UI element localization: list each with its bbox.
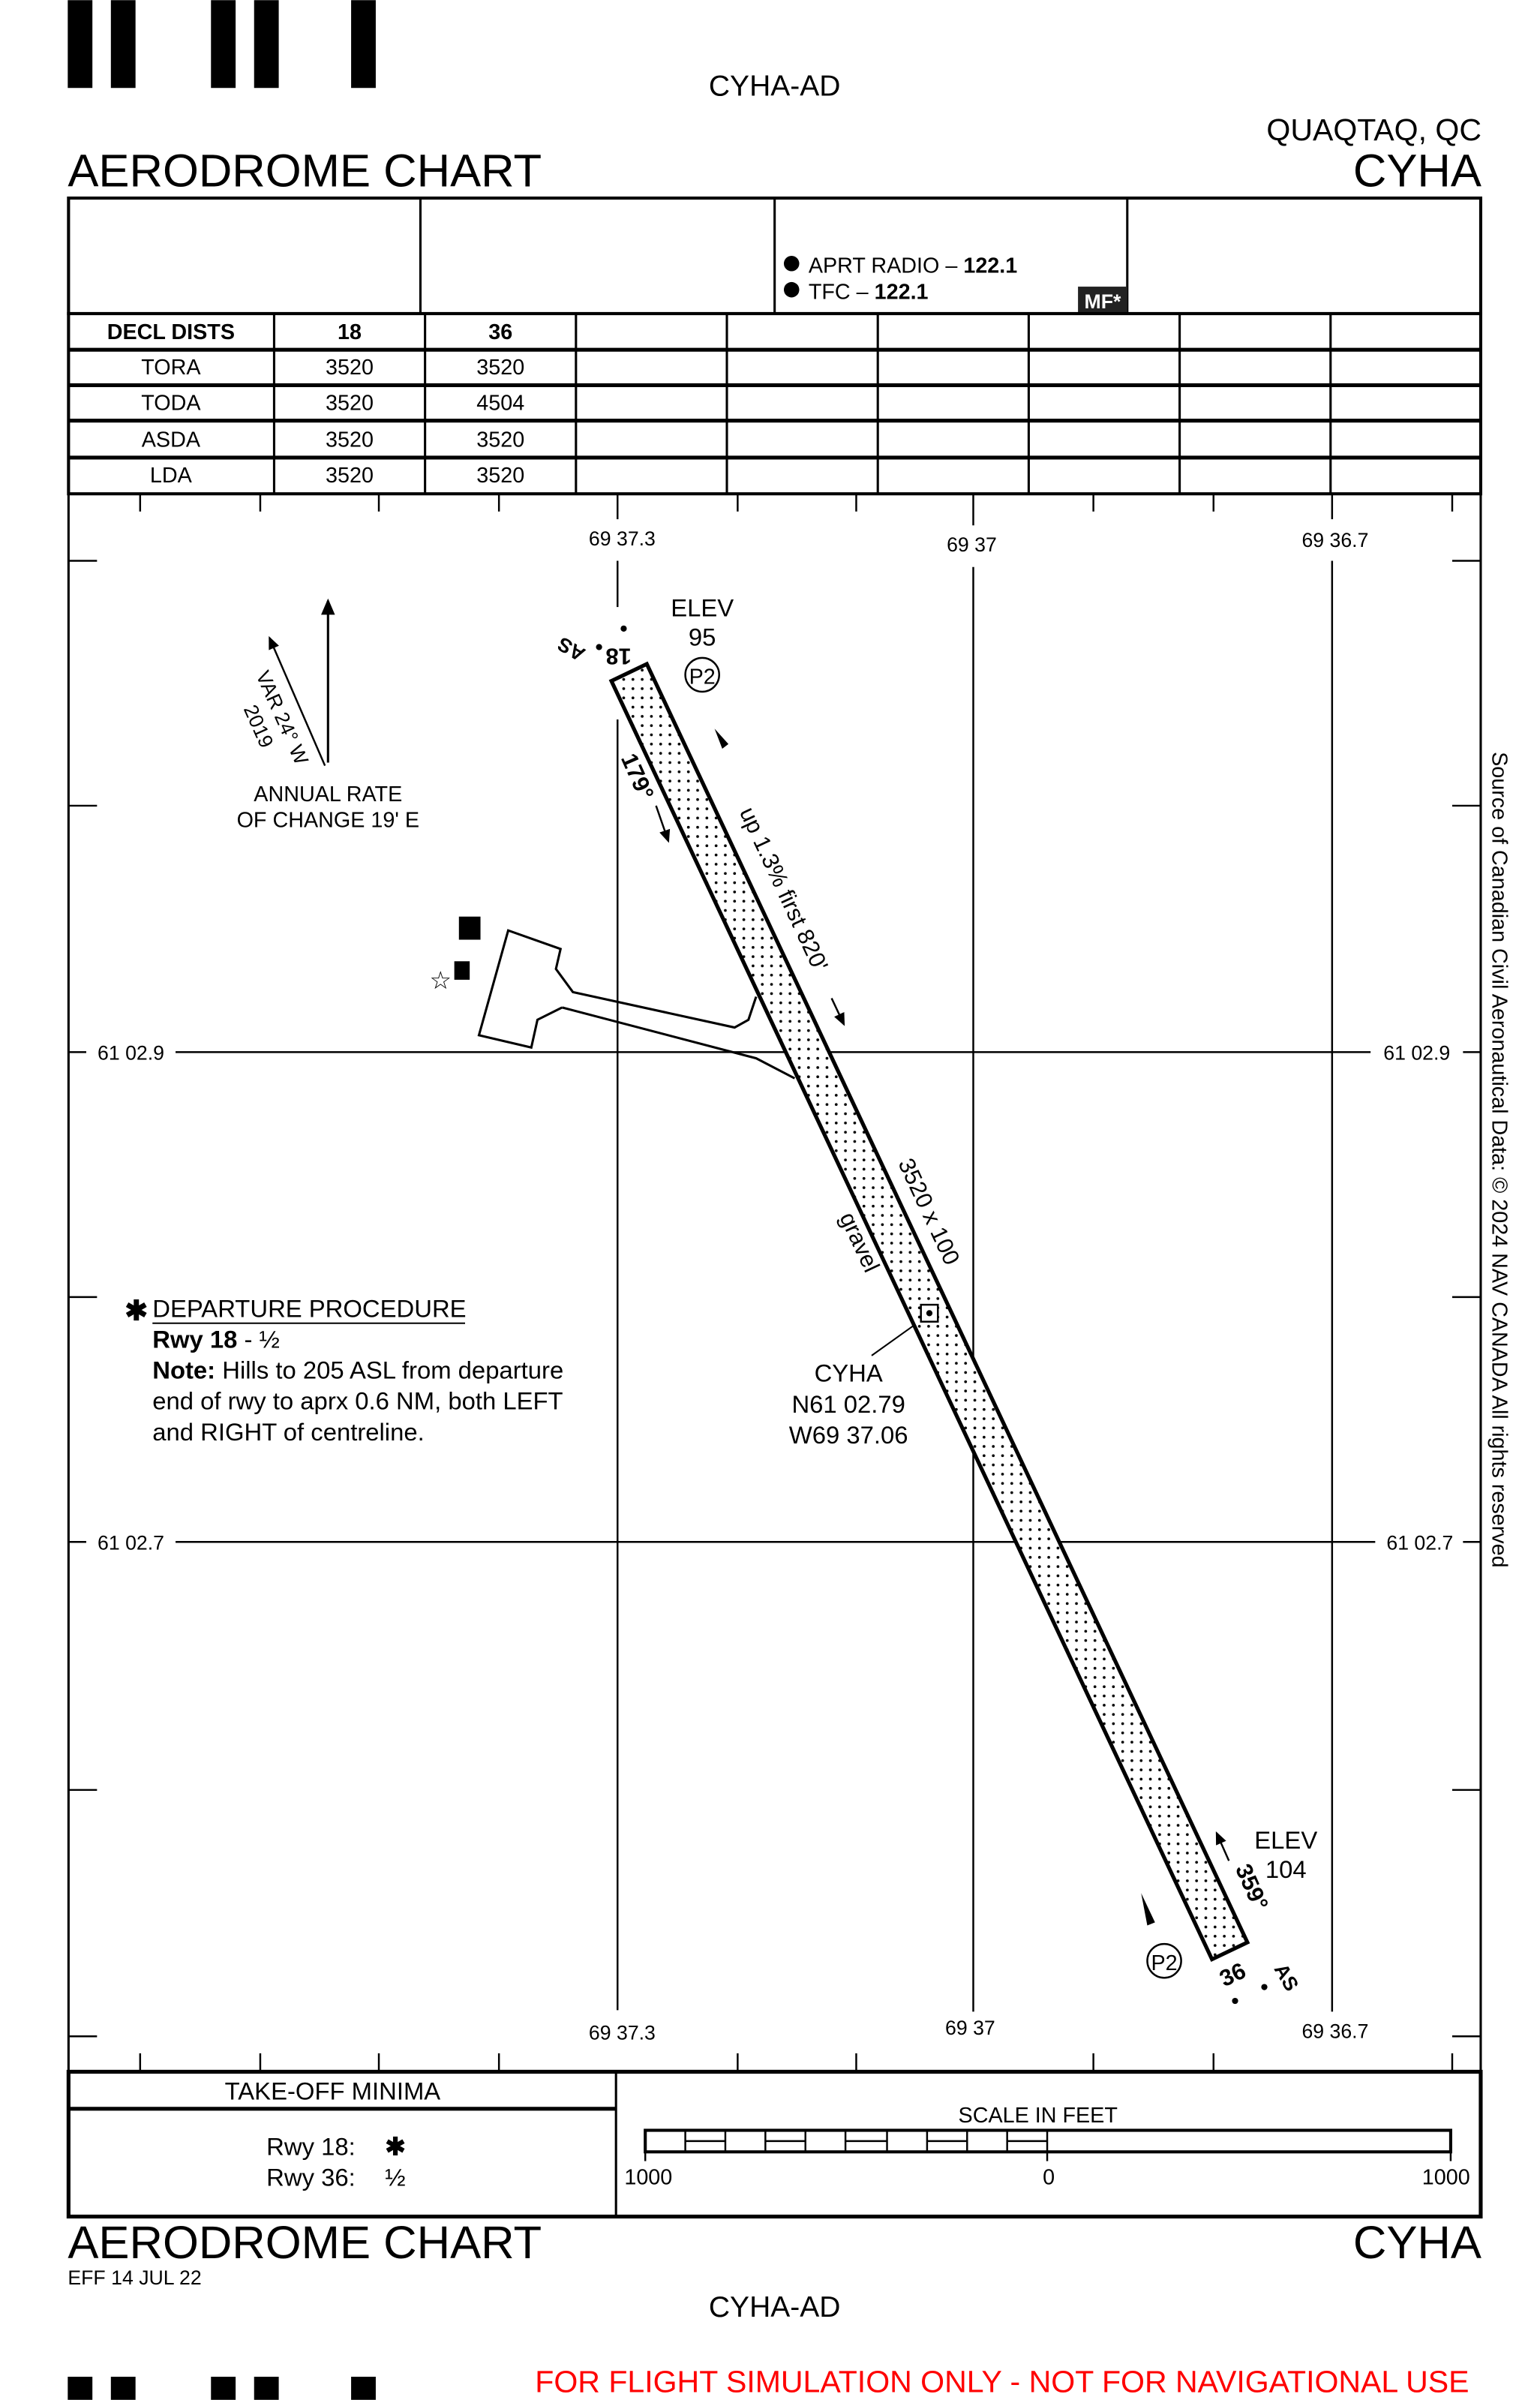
- lat-label: 61 02.7: [98, 1532, 164, 1554]
- table-cell: 3520: [326, 464, 374, 488]
- table-header: DECL DISTS: [107, 320, 235, 344]
- table-cell: TODA: [141, 391, 201, 415]
- papi-icon: P2 P2: [684, 656, 1182, 1979]
- as-label: AS: [554, 632, 589, 666]
- svg-text:and RIGHT of centreline.: and RIGHT of centreline.: [152, 1418, 425, 1446]
- bottom-panel: TAKE-OFF MINIMA Rwy 18: ✱ Rwy 36: ½ SCAL…: [66, 2069, 1483, 2219]
- annual-rate: ANNUAL RATE: [254, 782, 402, 807]
- asterisk-icon: ✱: [125, 1296, 148, 1326]
- svg-text:1000: 1000: [624, 2165, 672, 2189]
- apron-taxiway: [477, 929, 796, 1080]
- declared-distances-table: DECL DISTS 18 36 TORA 3520 3520 TODA 352…: [67, 311, 1483, 496]
- rwy-18-label: 18: [605, 644, 631, 670]
- svg-text:P2: P2: [689, 665, 716, 689]
- departure-title: DEPARTURE PROCEDURE: [152, 1295, 466, 1323]
- lon-label: 69 37: [947, 533, 997, 556]
- doc-id-top: CYHA-AD: [709, 70, 841, 102]
- footer-ident: CYHA: [1353, 2217, 1481, 2269]
- arrow-icon: [1215, 1831, 1230, 1861]
- svg-text:end of rwy to aprx 0.6 NM, bot: end of rwy to aprx 0.6 NM, both LEFT: [152, 1387, 563, 1415]
- table-cell: 3520: [476, 428, 524, 452]
- table-cell: LDA: [150, 464, 193, 488]
- takeoff-minima-title: TAKE-OFF MINIMA: [225, 2077, 441, 2104]
- registration-marks-top: [68, 0, 376, 89]
- registration-marks-bottom: [68, 2376, 376, 2400]
- lat-label: 61 02.7: [1386, 1532, 1453, 1554]
- svg-text:Rwy 18 - ½: Rwy 18 - ½: [152, 1326, 280, 1353]
- map-area: 69 37.3 69 37 69 36.7 69 37.3 69 37 69 3…: [67, 492, 1482, 2073]
- star-icon: ☆: [429, 966, 451, 994]
- airport-ident: CYHA: [1353, 146, 1481, 197]
- location: QUAQTAQ, QC: [1266, 113, 1481, 147]
- light-icon: [1261, 1984, 1268, 1990]
- table-cell: TORA: [141, 356, 201, 380]
- papi-direction-icon: [714, 728, 729, 749]
- table-cell: 3520: [326, 391, 374, 415]
- takeoff-rwy: Rwy 36:: [266, 2163, 356, 2191]
- table-cell: 4504: [476, 391, 524, 415]
- lat-label: 61 02.9: [98, 1042, 164, 1065]
- lon-label: 69 37.3: [589, 2021, 656, 2044]
- arp-lat: N61 02.79: [791, 1390, 905, 1418]
- building-icon: [458, 916, 481, 940]
- arrow-icon: [830, 998, 845, 1026]
- lon-label: 69 36.7: [1301, 2020, 1368, 2042]
- border-ticks: [68, 494, 1481, 2072]
- effective-date: EFF 14 JUL 22: [68, 2266, 201, 2289]
- table-cell: ASDA: [142, 428, 201, 452]
- takeoff-value: ½: [385, 2163, 405, 2191]
- light-icon: [620, 625, 627, 632]
- takeoff-rwy: Rwy 18:: [266, 2132, 356, 2160]
- disclaimer: FOR FLIGHT SIMULATION ONLY - NOT FOR NAV…: [535, 2365, 1469, 2399]
- lat-lon-grid: [68, 494, 1481, 2012]
- table-header: 18: [338, 320, 362, 344]
- table-cell: 3520: [326, 428, 374, 452]
- doc-id-bottom: CYHA-AD: [709, 2291, 841, 2323]
- table-cell: 3520: [326, 356, 374, 380]
- light-icon: [1232, 1997, 1238, 2005]
- footer-title: AERODROME CHART: [68, 2217, 542, 2269]
- aprt-radio: APRT RADIO – 122.1: [809, 254, 1017, 278]
- copyright: Source of Canadian Civil Aeronautical Da…: [1487, 752, 1511, 1568]
- lat-label: 61 02.9: [1383, 1042, 1450, 1065]
- radio-icon: [783, 256, 800, 272]
- elev-18-label: ELEV: [671, 593, 734, 621]
- lon-label: 69 37: [945, 2017, 995, 2039]
- lon-label: 69 36.7: [1301, 529, 1368, 551]
- departure-procedure: ✱ DEPARTURE PROCEDURE Rwy 18 - ½ Note: H…: [125, 1295, 563, 1446]
- annual-rate: OF CHANGE 19' E: [237, 809, 419, 833]
- elev-18-value: 95: [689, 623, 716, 650]
- svg-text:Note: Hills to 205 ASL from de: Note: Hills to 205 ASL from departure: [152, 1356, 563, 1384]
- radio-icon: [783, 281, 800, 298]
- scale-bar: SCALE IN FEET 1000 0 1000: [624, 2104, 1469, 2189]
- takeoff-value: ✱: [385, 2132, 406, 2160]
- table-cell: 3520: [476, 356, 524, 380]
- building-icon: [454, 961, 470, 980]
- elev-36-label: ELEV: [1254, 1826, 1317, 1854]
- table-header: 36: [488, 320, 512, 344]
- arp-lon: W69 37.06: [789, 1421, 908, 1449]
- comms-panel: APRT RADIO – 122.1 TFC – 122.1 MF*: [67, 196, 1483, 316]
- table-cell: 3520: [476, 464, 524, 488]
- arrow-icon: [655, 805, 671, 843]
- light-icon: [596, 644, 602, 650]
- magnetic-north-arrow: [269, 635, 326, 767]
- elev-36-value: 104: [1265, 1855, 1307, 1883]
- svg-text:0: 0: [1043, 2165, 1055, 2189]
- lon-label: 69 37.3: [589, 527, 656, 550]
- magnetic-variation: VAR 24° W 2019 ANNUAL RATE OF CHANGE 19'…: [237, 598, 419, 833]
- svg-text:1000: 1000: [1422, 2165, 1470, 2189]
- svg-text:SCALE IN FEET: SCALE IN FEET: [959, 2104, 1118, 2128]
- svg-text:P2: P2: [1151, 1951, 1177, 1975]
- as-label: AS: [1270, 1960, 1304, 1995]
- rwy-36-label: 36: [1215, 1957, 1250, 1992]
- page-title: AERODROME CHART: [68, 146, 542, 197]
- papi-direction-icon: [1141, 1893, 1155, 1926]
- tfc-freq: TFC – 122.1: [809, 280, 929, 304]
- arp-ident: CYHA: [815, 1359, 883, 1387]
- mf-badge: MF*: [1085, 290, 1122, 313]
